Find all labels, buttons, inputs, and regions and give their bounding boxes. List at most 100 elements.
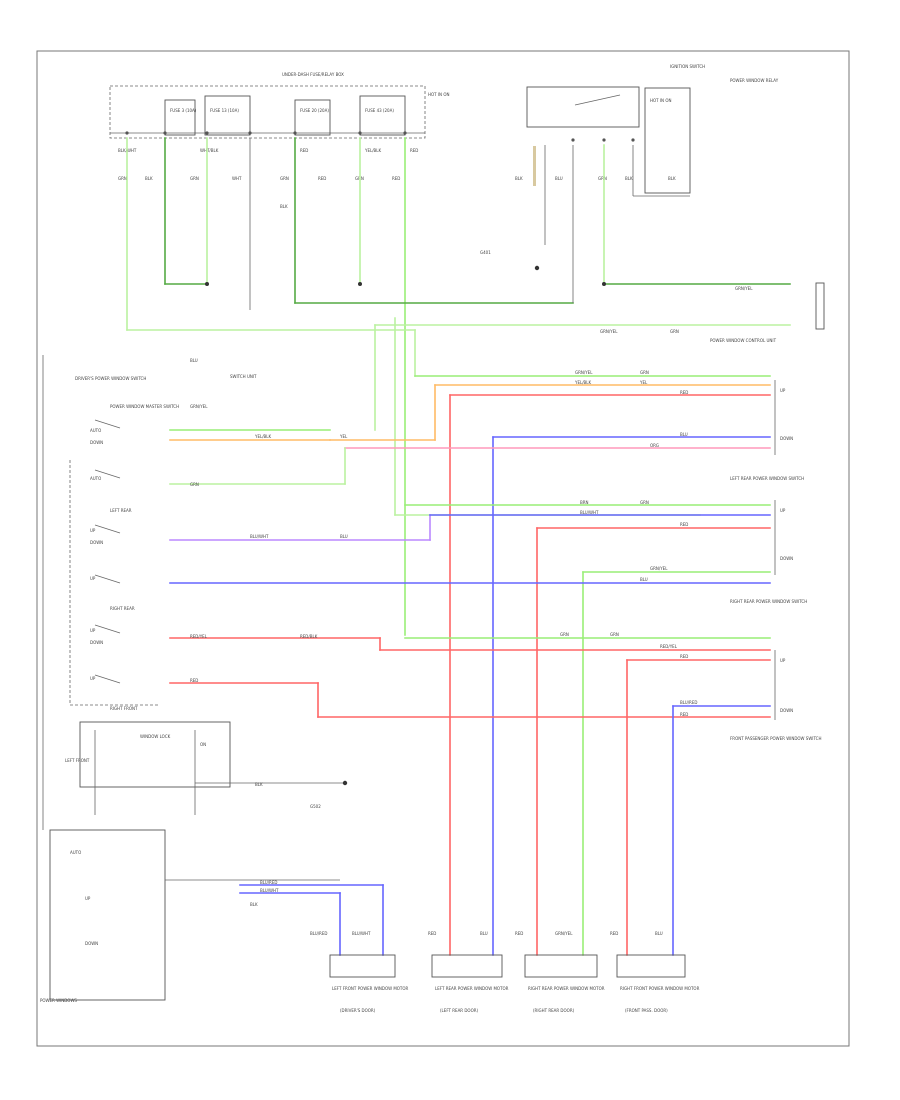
sw-left-front: LEFT FRONT bbox=[65, 758, 90, 763]
splice bbox=[205, 282, 209, 286]
diagram-frame bbox=[36, 50, 850, 1047]
motor-1-code-1: BLU/RED bbox=[310, 931, 327, 936]
drop-code-2: BLK bbox=[145, 176, 153, 181]
sub-switch-3-label: RIGHT REAR POWER WINDOW SWITCH bbox=[730, 599, 807, 604]
sw-row-6-up: UP bbox=[90, 676, 96, 681]
motor-4-label: RIGHT FRONT POWER WINDOW MOTOR bbox=[620, 986, 700, 991]
top-wires: GRN/YEL GRN GRN/YEL POWER WINDOW CONTROL… bbox=[126, 137, 791, 636]
code-m-10: BLU/WHT bbox=[580, 510, 599, 515]
middle-wires: GRN/YEL GRN YEL/BLK YEL RED BLU ORG BRN … bbox=[169, 358, 771, 956]
terminal bbox=[163, 131, 167, 135]
code-m-13: BLU bbox=[640, 577, 648, 582]
sub-switch-1-label: POWER WINDOW CONTROL UNIT bbox=[710, 338, 777, 343]
ignition-switch-label: IGNITION SWITCH bbox=[670, 64, 705, 69]
code-m-16: RED/YEL bbox=[660, 644, 678, 649]
terminal bbox=[602, 138, 606, 142]
motor-4-code-1: RED bbox=[610, 931, 618, 936]
code-m-23: BLU bbox=[340, 534, 348, 539]
sw-row-1-auto: AUTO bbox=[90, 428, 101, 433]
fuse-box: UNDER-DASH FUSE/RELAY BOX FUSE 3 (10A) F… bbox=[109, 72, 449, 209]
master-switch: DRIVER'S POWER WINDOW SWITCH SWITCH UNIT… bbox=[40, 355, 384, 1003]
sw-contact-5 bbox=[94, 624, 121, 634]
sw-lower-auto: AUTO bbox=[70, 850, 81, 855]
terminal bbox=[403, 131, 407, 135]
drop-code-8: RED bbox=[392, 176, 400, 181]
relay-coil-box bbox=[644, 87, 691, 194]
fuse-code-5: RED bbox=[410, 148, 418, 153]
code-m-24: RED/YEL bbox=[190, 634, 208, 639]
fp-down: DOWN bbox=[780, 708, 793, 713]
relay-box-outline bbox=[526, 86, 640, 128]
motor-2-code-2: BLU bbox=[480, 931, 488, 936]
motor-2-code-1: RED bbox=[428, 931, 436, 936]
sw-row-2-auto: AUTO bbox=[90, 476, 101, 481]
driver-switch-panel-label: DRIVER'S POWER WINDOW SWITCH bbox=[75, 376, 146, 381]
code-green-right-1: GRN/YEL bbox=[600, 329, 618, 334]
lock-on: ON bbox=[200, 742, 206, 747]
fuse-code-2: WHT/BLK bbox=[200, 148, 219, 153]
motors: LEFT FRONT POWER WINDOW MOTOR (DRIVER'S … bbox=[310, 931, 700, 1013]
rr-down: DOWN bbox=[780, 556, 793, 561]
fuse-2-label: FUSE 13 (10A) bbox=[210, 108, 239, 113]
terminal bbox=[571, 138, 575, 142]
motor-1-door: (DRIVER'S DOOR) bbox=[340, 1008, 376, 1013]
sw-row-4-up: UP bbox=[90, 576, 96, 581]
lr-up: UP bbox=[780, 388, 786, 393]
lock-switch-box bbox=[79, 721, 231, 788]
code-green-right-2: GRN bbox=[670, 329, 679, 334]
code-m-18: BLU/RED bbox=[680, 700, 697, 705]
code-m-7: ORG bbox=[650, 443, 659, 448]
code-relay-out: GRN/YEL bbox=[735, 286, 753, 291]
lock-ground-code: BLK bbox=[255, 782, 263, 787]
footer-label: POWER WINDOWS bbox=[40, 998, 77, 1003]
relay-block: IGNITION SWITCH POWER WINDOW RELAY HOT I… bbox=[480, 64, 825, 330]
code-m-15: GRN bbox=[610, 632, 619, 637]
relay-box-title: POWER WINDOW RELAY bbox=[730, 78, 779, 83]
terminal bbox=[631, 138, 635, 142]
drop-code-1: GRN bbox=[118, 176, 127, 181]
motor-1-label: LEFT FRONT POWER WINDOW MOTOR bbox=[332, 986, 409, 991]
code-m-6: BLU bbox=[680, 432, 688, 437]
sw-contact-3 bbox=[94, 524, 121, 534]
fuse-4-box bbox=[359, 95, 406, 136]
motor-1-box bbox=[329, 954, 396, 978]
drop-code-9: BLK bbox=[280, 204, 288, 209]
fuse-box-outline bbox=[109, 85, 426, 139]
terminal bbox=[293, 131, 297, 135]
code-m-14: GRN bbox=[560, 632, 569, 637]
terminal bbox=[248, 131, 252, 135]
sw-right-rear: RIGHT REAR bbox=[110, 606, 135, 611]
code-m-29: BLU bbox=[190, 358, 198, 363]
code-m-20: YEL/BLK bbox=[254, 434, 272, 439]
code-m-9: GRN bbox=[640, 500, 649, 505]
relay-orange-wire bbox=[533, 146, 536, 186]
right-switches: UP DOWN LEFT REAR POWER WINDOW SWITCH UP… bbox=[730, 380, 821, 741]
sub-switch-2-label: LEFT REAR POWER WINDOW SWITCH bbox=[730, 476, 804, 481]
drop-code-5: GRN bbox=[280, 176, 289, 181]
motor-4-box bbox=[616, 954, 686, 978]
sw-row-3-down: DOWN bbox=[90, 540, 103, 545]
motor-3-code-1: RED bbox=[515, 931, 523, 936]
code-m-5: RED bbox=[680, 390, 688, 395]
sw-lower-code-1: BLU/RED bbox=[260, 880, 277, 885]
motor-3-box bbox=[524, 954, 598, 978]
relay-code-5: BLK bbox=[668, 176, 676, 181]
motor-2-door: (LEFT REAR DOOR) bbox=[440, 1008, 479, 1013]
fuse-code-3: RED bbox=[300, 148, 308, 153]
sw-contact-1 bbox=[94, 419, 121, 429]
ground-1-label: G401 bbox=[480, 250, 491, 255]
code-m-19: RED bbox=[680, 712, 688, 717]
sw-lower-code-3: BLK bbox=[250, 902, 258, 907]
code-m-25: RED/BLK bbox=[300, 634, 318, 639]
fuse-1-label: FUSE 3 (10A) bbox=[170, 108, 197, 113]
terminal bbox=[125, 131, 129, 135]
sw-row-1-down: DOWN bbox=[90, 440, 103, 445]
code-m-28: GRN/YEL bbox=[190, 404, 208, 409]
fuse-box-title: UNDER-DASH FUSE/RELAY BOX bbox=[282, 72, 344, 77]
ground-1-node bbox=[534, 265, 540, 271]
sw-row-5-down: DOWN bbox=[90, 640, 103, 645]
fuse-3-box bbox=[294, 99, 331, 136]
fuse-4-label: FUSE 43 (20A) bbox=[365, 108, 394, 113]
sw-contact-4 bbox=[94, 574, 121, 584]
